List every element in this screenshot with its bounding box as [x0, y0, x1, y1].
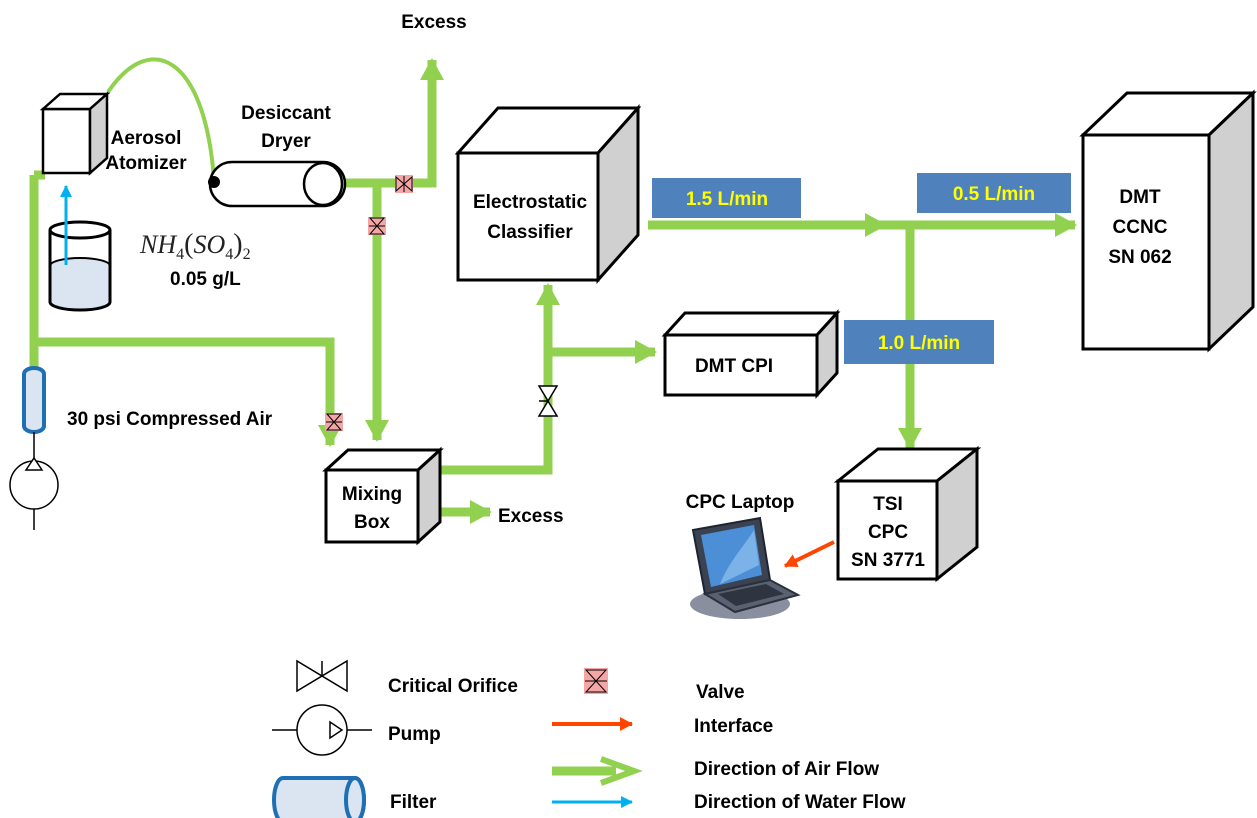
ccnc-side: [1207, 89, 1255, 353]
cpi-top: [661, 311, 841, 337]
cpi-front: [663, 333, 819, 397]
air-line-dryer-out: [345, 58, 444, 188]
tsi-cpc: [833, 445, 982, 583]
laptop-screen-shine: [720, 530, 759, 584]
mixing-box-side: [416, 446, 442, 546]
compressed-air-label: 30 psi Compressed Air: [67, 409, 273, 430]
svg-text:1.5 L/min: 1.5 L/min: [686, 189, 768, 210]
classifier-front: [456, 151, 600, 282]
desiccant-dryer: [208, 160, 347, 208]
legend-valve-icon: [584, 668, 608, 694]
excess-mixing-label: Excess: [498, 506, 564, 527]
cpi-label: DMT CPI: [695, 356, 773, 377]
dmt-cpi: [661, 309, 841, 399]
mixing-box-front: [324, 468, 420, 544]
solution-concentration-label: 0.05 g/L: [170, 269, 241, 290]
aerosol-atomizer: [39, 91, 111, 176]
classifier-side: [596, 104, 640, 284]
flow-rate-classifier-out: 1.5 L/min: [652, 178, 801, 218]
atomizer-side: [88, 91, 109, 176]
legend-critical-orifice-icon: [296, 659, 348, 693]
excess-top-label: Excess: [401, 12, 467, 33]
atomizer-front: [41, 107, 92, 175]
dryer-inlet-connector: [208, 176, 220, 188]
legend-water-flow-label: Direction of Water Flow: [694, 792, 906, 813]
legend: Critical Orifice Valve Pump Interface Di…: [272, 659, 906, 818]
legend-filter-label: Filter: [390, 792, 437, 813]
beaker-rim: [48, 220, 112, 240]
legend-interface-label: Interface: [694, 716, 773, 737]
legend-air-flow-label: Direction of Air Flow: [694, 759, 879, 780]
solution-formula: NH4(SO4)2: [139, 229, 251, 263]
interface-arrow-cpc-laptop: [784, 540, 835, 568]
electrostatic-classifier: [454, 104, 642, 284]
cpi-side: [815, 309, 839, 399]
compressed-air-filter-icon: [22, 366, 46, 434]
beaker-liquid: [48, 266, 112, 312]
valve-air-mixing: [325, 413, 343, 431]
legend-air-flow-chevron: [599, 756, 643, 786]
legend-critical-orifice-label: Critical Orifice: [388, 676, 518, 697]
cpc-front: [836, 479, 939, 581]
laptop-keyboard: [718, 584, 784, 606]
valve-dryer-mixing: [368, 217, 386, 235]
laptop-screen: [701, 525, 762, 587]
compressed-air-source: [9, 366, 59, 530]
pump-triangle-icon: [24, 456, 44, 471]
legend-pump-icon: [272, 704, 372, 756]
air-line-mixing-to-classifier: [440, 283, 560, 475]
dmt-ccnc: [1079, 89, 1257, 353]
dryer-end: [302, 161, 344, 207]
flow-rate-ccnc-in: 0.5 L/min: [917, 173, 1071, 213]
svg-text:NH4(SO4)2: NH4(SO4)2: [139, 229, 251, 263]
cpc-side: [935, 445, 979, 583]
air-line-to-mixing-box: [34, 337, 342, 447]
svg-text:1.0 L/min: 1.0 L/min: [878, 333, 960, 354]
beaker-walls: [48, 230, 112, 266]
solution-beaker: [48, 220, 112, 312]
flow-rate-cpc-in: 1.0 L/min: [844, 320, 994, 364]
legend-pump-label: Pump: [388, 724, 441, 745]
critical-orifice-classifier: [537, 385, 559, 417]
svg-text:0.5 L/min: 0.5 L/min: [953, 184, 1035, 205]
valve-dryer-excess: [395, 175, 413, 193]
legend-filter-icon: [272, 776, 366, 818]
cpc-laptop-label: CPC Laptop: [686, 492, 795, 513]
cpc-laptop-icon: [690, 516, 801, 619]
mixing-box: [322, 446, 444, 546]
legend-valve-label: Valve: [696, 682, 745, 703]
atomizer-to-dryer-tube: [106, 57, 216, 181]
ccnc-front: [1081, 133, 1211, 351]
